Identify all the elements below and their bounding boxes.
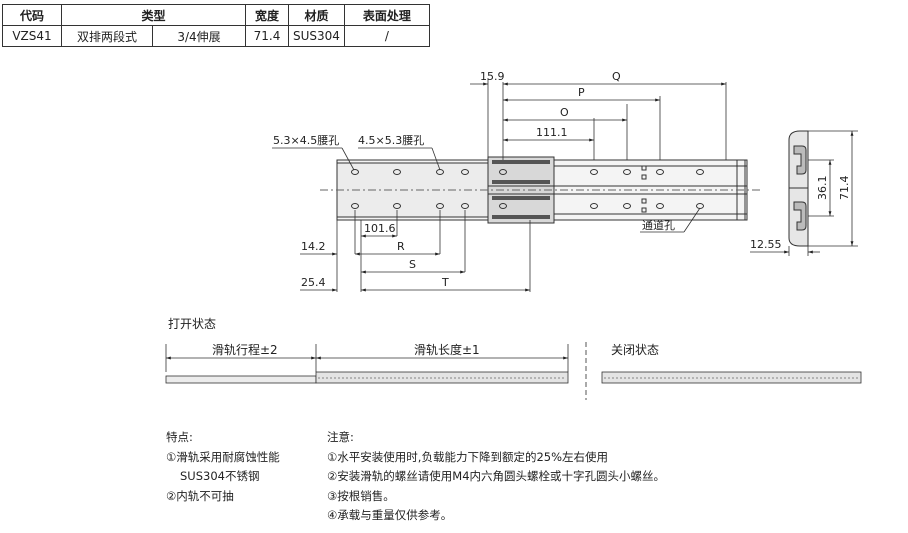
- slot-label-b: 4.5×5.3腰孔: [358, 134, 424, 147]
- cell-material: SUS304: [288, 25, 345, 47]
- notes-block: 注意: ①水平安装使用时,负载能力下降到额定的25%左右使用 ②安装滑轨的螺丝请…: [327, 428, 665, 526]
- feature-line-1: ①滑轨采用耐腐蚀性能: [166, 449, 280, 464]
- note-3: ③按根销售。: [327, 488, 395, 503]
- features-block: 特点: ①滑轨采用耐腐蚀性能 SUS304不锈钢 ②内轨不可抽: [166, 428, 280, 506]
- dim-12-55: 12.55: [750, 238, 782, 251]
- notes-title: 注意:: [327, 430, 354, 444]
- dim-71-4: 71.4: [838, 176, 851, 201]
- spec-table-row: VZS41 双排两段式 3/4伸展 71.4 SUS304 /: [2, 25, 430, 47]
- dim-14-2: 14.2: [301, 240, 326, 253]
- cell-type-a: 双排两段式: [61, 25, 153, 47]
- length-label: 滑轨长度±1: [414, 342, 480, 357]
- bottom-dimensions: [300, 234, 530, 292]
- travel-label: 滑轨行程±2: [212, 342, 278, 357]
- note-2: ②安装滑轨的螺丝请使用M4内六角圆头螺栓或十字孔圆头小螺丝。: [327, 469, 666, 483]
- dim-25-4: 25.4: [301, 276, 326, 289]
- cell-width: 71.4: [245, 25, 289, 47]
- spec-table-header-row: 代码 类型 宽度 材质 表面处理: [2, 4, 430, 26]
- top-dimensions: [470, 82, 726, 142]
- feature-line-3: ②内轨不可抽: [166, 488, 234, 503]
- open-state-view: [165, 344, 569, 384]
- header-surface: 表面处理: [343, 4, 430, 26]
- dim-101-6: 101.6: [364, 222, 396, 235]
- spec-table: 代码 类型 宽度 材质 表面处理 VZS41 双排两段式 3/4伸展 71.4 …: [2, 4, 430, 47]
- ball-cage-balls: [492, 160, 550, 219]
- slot-leaders: [272, 147, 441, 171]
- cell-code: VZS41: [2, 25, 62, 47]
- features-title: 特点:: [166, 430, 193, 444]
- note-4: ④承载与重量仅供参考。: [327, 508, 453, 522]
- through-hole-leader: [640, 207, 701, 233]
- dim-Q: Q: [612, 70, 621, 83]
- cell-surface: /: [343, 25, 430, 47]
- closed-state-view: [601, 371, 862, 384]
- dim-15-9: 15.9: [480, 70, 505, 83]
- dim-R: R: [397, 240, 405, 253]
- closed-state-title: 关闭状态: [611, 343, 659, 357]
- cell-type-b: 3/4伸展: [152, 25, 246, 47]
- through-hole-label: 通道孔: [642, 218, 675, 232]
- dim-S: S: [409, 258, 416, 271]
- cross-section-dimensions: [750, 130, 858, 256]
- extension-lines: [336, 78, 727, 292]
- slot-label-a: 5.3×4.5腰孔: [273, 134, 339, 147]
- dim-T: T: [441, 276, 449, 289]
- slide-front-view: [336, 156, 748, 224]
- note-1: ①水平安装使用时,负载能力下降到额定的25%左右使用: [327, 449, 609, 464]
- open-state-title: 打开状态: [168, 317, 216, 331]
- cross-section-view: [788, 130, 809, 247]
- dim-O: O: [560, 106, 569, 119]
- mounting-holes: [351, 165, 704, 213]
- feature-line-2: SUS304不锈钢: [180, 469, 260, 483]
- dim-111-1: 111.1: [536, 126, 568, 139]
- dim-36-1: 36.1: [816, 176, 829, 201]
- dim-P: P: [578, 86, 585, 99]
